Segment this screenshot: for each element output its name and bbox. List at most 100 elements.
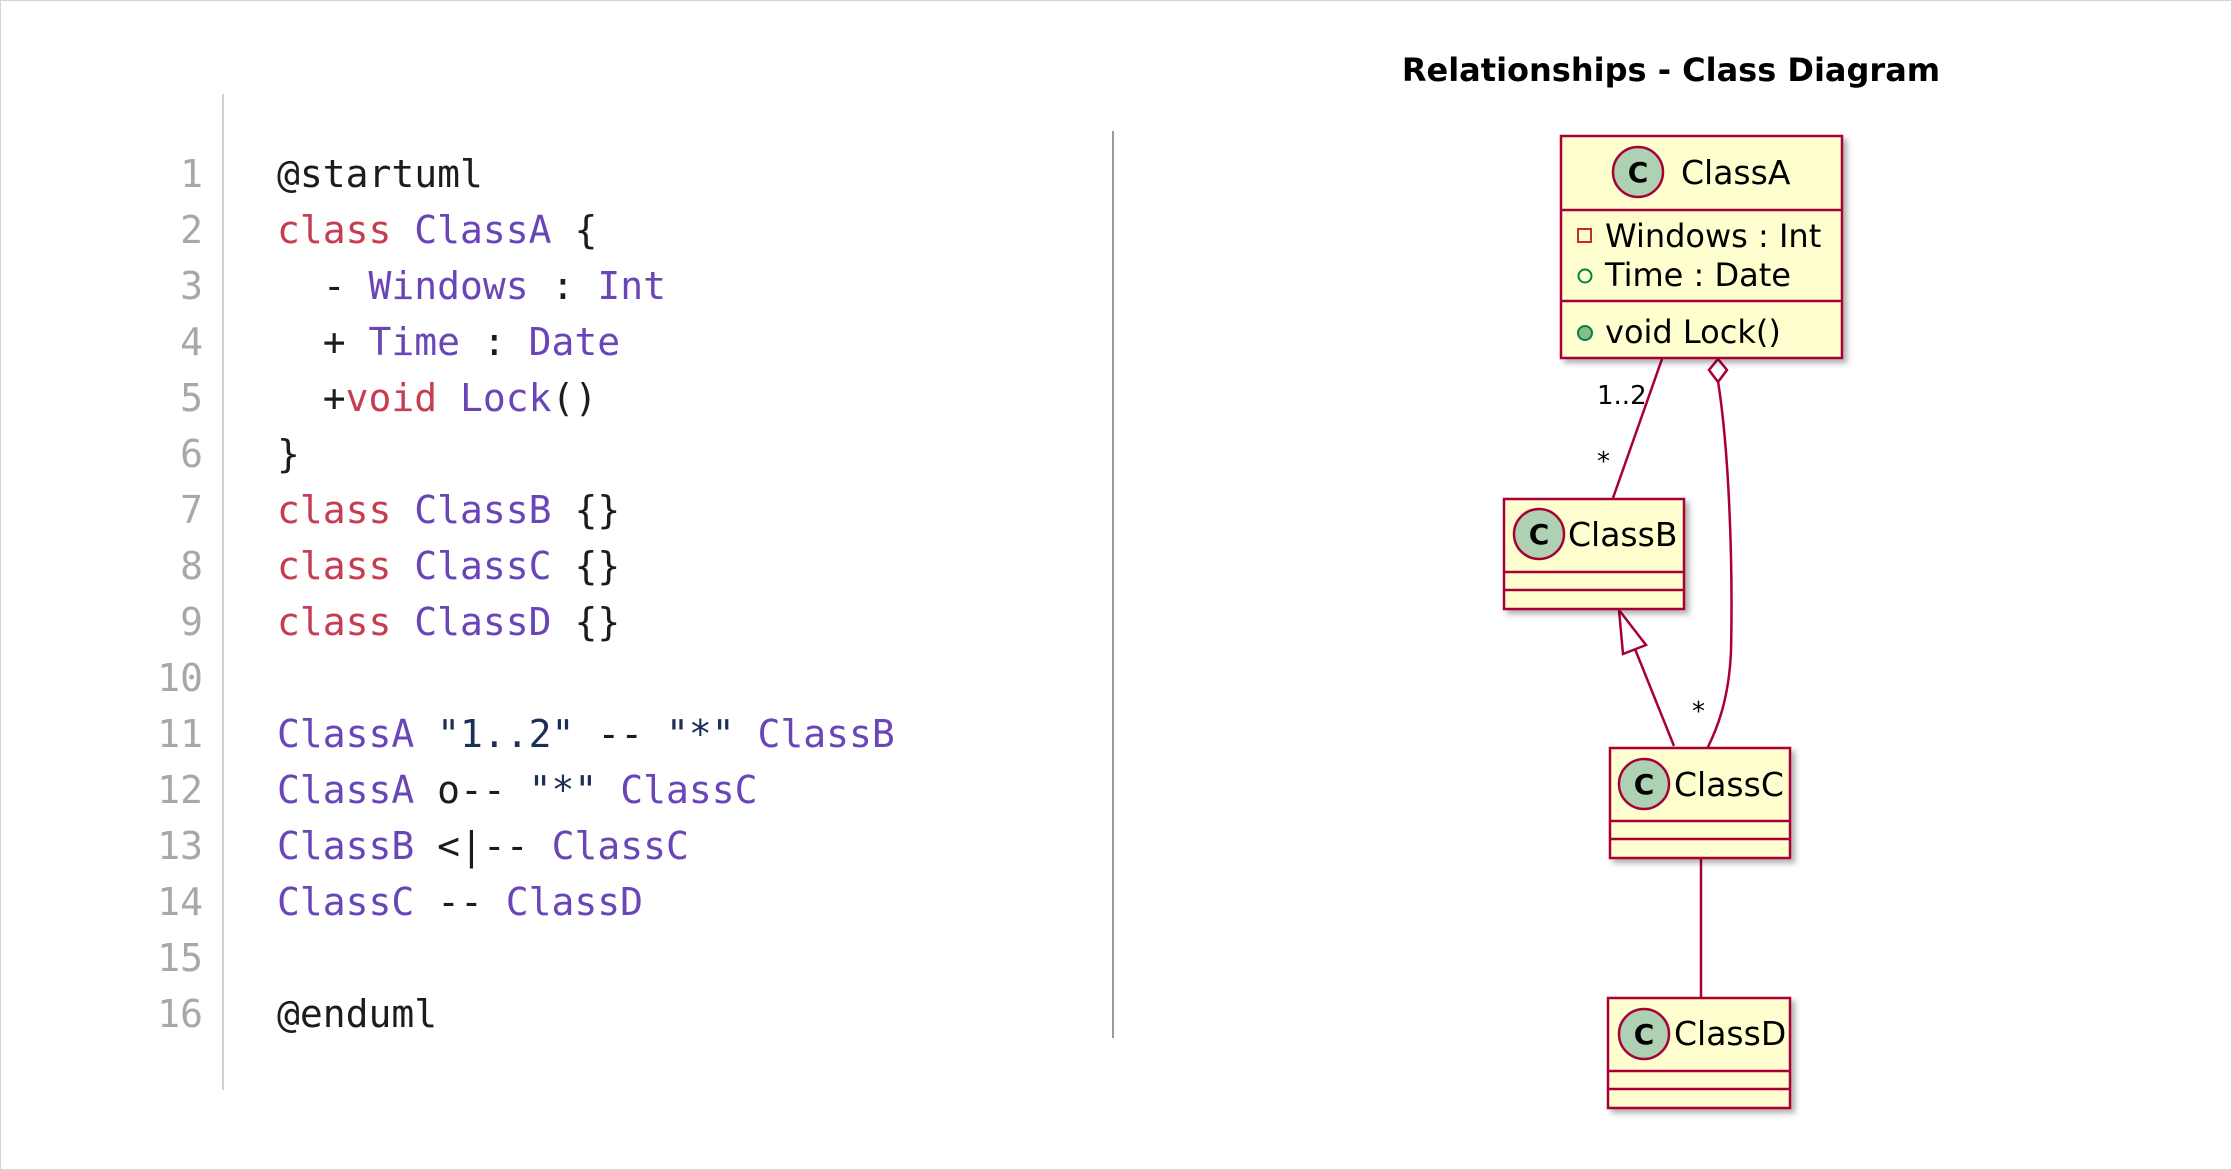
code-line[interactable]: 5 +void Lock(): [1, 370, 1001, 426]
code-token: ClassA: [414, 208, 552, 252]
svg-text:C: C: [1628, 156, 1649, 189]
class-name: ClassD: [1674, 1014, 1786, 1053]
svg-text:C: C: [1634, 1018, 1655, 1051]
code-token: Int: [597, 264, 666, 308]
code-line[interactable]: 11 ClassA "1..2" -- "*" ClassB: [1, 706, 1001, 762]
public-field-icon: [1577, 268, 1593, 284]
line-number: 2: [180, 208, 203, 252]
line-number: 7: [180, 488, 203, 532]
code-text: ClassC -- ClassD: [277, 874, 643, 930]
code-token: (): [551, 376, 598, 420]
code-token: "1..2": [437, 712, 575, 756]
line-number: 16: [157, 992, 203, 1036]
code-token: class: [277, 488, 415, 532]
code-text: + Time : Date: [277, 314, 620, 370]
code-line[interactable]: 1 @startuml: [1, 146, 1001, 202]
code-token: {}: [551, 600, 621, 644]
mult-classc: *: [1692, 697, 1705, 727]
code-token: Time: [368, 320, 461, 364]
code-token: ClassB: [414, 488, 552, 532]
code-token: ClassA: [277, 768, 415, 812]
class-spot-icon: [1512, 507, 1566, 561]
code-token: <|--: [414, 824, 552, 868]
line-number: 6: [180, 432, 203, 476]
mult-classa-classb: 1..2: [1597, 381, 1647, 411]
class-name: ClassB: [1568, 515, 1677, 554]
line-number: 13: [157, 824, 203, 868]
code-line[interactable]: 3 - Windows : Int: [1, 258, 1001, 314]
line-number: 15: [157, 936, 203, 980]
code-token: ClassD: [414, 600, 552, 644]
svg-text:C: C: [1634, 768, 1655, 801]
code-line[interactable]: 15: [1, 930, 1001, 986]
code-line[interactable]: 4 + Time : Date: [1, 314, 1001, 370]
edge-classa-classc: [1705, 380, 1733, 750]
line-number: 5: [180, 376, 203, 420]
code-text: class ClassC {}: [277, 538, 620, 594]
pane-divider: [1112, 131, 1114, 1038]
code-line[interactable]: 10: [1, 650, 1001, 706]
line-number: 11: [157, 712, 203, 756]
class-field: Windows : Int: [1605, 217, 1821, 255]
class-box-classb[interactable]: C ClassB: [1502, 497, 1686, 611]
code-token: ClassC: [620, 768, 758, 812]
class-spot-icon: [1617, 757, 1671, 811]
code-text: @enduml: [277, 986, 437, 1042]
aggregation-diamond: [1707, 357, 1729, 385]
code-text: ClassA "1..2" -- "*" ClassB: [277, 706, 895, 762]
code-token: class: [277, 208, 415, 252]
code-line[interactable]: 6}: [1, 426, 1001, 482]
inheritance-arrowhead: [1617, 605, 1649, 656]
class-box-classa[interactable]: C ClassA Windows : Int Time : Date void …: [1559, 134, 1844, 360]
code-token: :: [528, 264, 598, 308]
line-number: 9: [180, 600, 203, 644]
edge-classa-classb: [1611, 358, 1664, 499]
class-method: void Lock(): [1605, 313, 1781, 351]
code-token: ClassA: [277, 712, 415, 756]
class-box-classd[interactable]: C ClassD: [1606, 996, 1792, 1110]
code-text: +void Lock(): [277, 370, 598, 426]
code-line[interactable]: 9 class ClassD {}: [1, 594, 1001, 650]
code-line[interactable]: 8 class ClassC {}: [1, 538, 1001, 594]
code-token: void: [345, 376, 438, 420]
code-text: ClassB <|-- ClassC: [277, 818, 689, 874]
code-text: class ClassA {: [277, 202, 597, 258]
code-token: +: [277, 376, 346, 420]
line-number: 4: [180, 320, 203, 364]
class-spot-icon: [1617, 1007, 1671, 1061]
code-token: {: [551, 208, 598, 252]
class-box-classc[interactable]: C ClassC: [1608, 746, 1792, 860]
code-token: @enduml: [277, 992, 438, 1036]
line-number: 10: [157, 656, 203, 700]
svg-text:C: C: [1529, 518, 1550, 551]
code-token: {}: [551, 488, 621, 532]
code-token: +: [277, 320, 369, 364]
code-token: Windows: [368, 264, 529, 308]
code-token: Lock: [460, 376, 552, 420]
code-token: @startuml: [277, 152, 483, 196]
code-token: Date: [528, 320, 621, 364]
code-line[interactable]: 2 class ClassA {: [1, 202, 1001, 258]
code-token: ClassB: [277, 824, 415, 868]
code-line[interactable]: 13 ClassB <|-- ClassC: [1, 818, 1001, 874]
code-line[interactable]: 16 @enduml: [1, 986, 1001, 1042]
code-line[interactable]: 7 class ClassB {}: [1, 482, 1001, 538]
public-method-icon: [1577, 325, 1593, 341]
code-token: --: [414, 880, 506, 924]
code-token: "*": [528, 768, 598, 812]
line-number: 8: [180, 544, 203, 588]
code-token: class: [277, 544, 415, 588]
private-field-icon: [1577, 228, 1592, 243]
line-number: 1: [180, 152, 203, 196]
code-token: class: [277, 600, 415, 644]
code-token: ClassC: [414, 544, 552, 588]
code-text: class ClassB {}: [277, 482, 620, 538]
gutter-divider: [222, 94, 224, 1090]
code-text: }: [277, 426, 300, 482]
class-spot-icon: [1611, 145, 1665, 199]
code-token: -: [277, 264, 369, 308]
